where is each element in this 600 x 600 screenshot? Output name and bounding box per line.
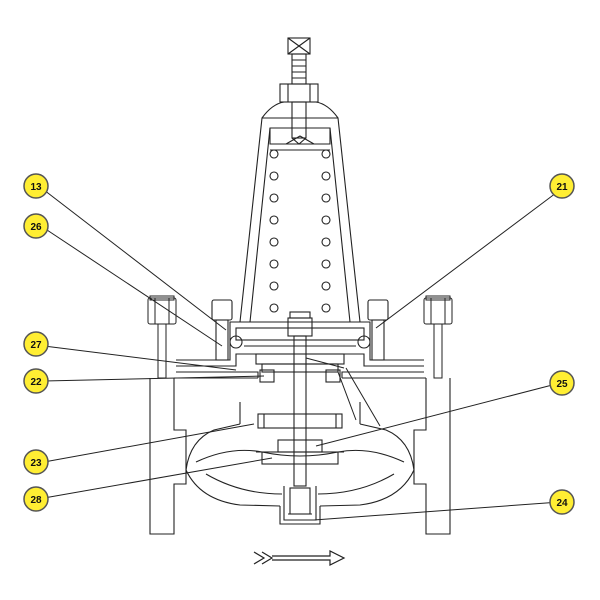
flow-channel (195, 449, 405, 463)
callout-label-23: 23 (30, 458, 42, 469)
callout-27: 27 (23, 331, 49, 357)
callout-26: 26 (23, 213, 49, 239)
callout-23: 23 (23, 449, 49, 475)
leader-25 (315, 382, 561, 447)
stem-assembly (255, 311, 345, 515)
callout-21: 21 (549, 173, 575, 199)
flow-direction-arrow (253, 550, 346, 566)
sensing-passage (305, 357, 381, 427)
callout-label-26: 26 (30, 222, 42, 233)
callout-24: 24 (549, 489, 575, 515)
right-flange (413, 378, 451, 535)
flange-bolts (147, 295, 453, 379)
callout-label-24: 24 (556, 498, 568, 509)
leader-26 (43, 227, 223, 347)
callout-label-27: 27 (30, 340, 42, 351)
body-bowl (185, 469, 415, 507)
callout-25: 25 (549, 370, 575, 396)
bonnet-plate (176, 299, 424, 378)
leader-lines (43, 189, 561, 521)
callout-label-28: 28 (30, 495, 42, 506)
callout-28: 28 (23, 486, 49, 512)
leader-24 (313, 501, 561, 521)
leader-23 (43, 423, 255, 463)
spring-housing (239, 101, 361, 323)
leader-27 (43, 345, 237, 371)
leader-28 (43, 457, 273, 499)
leader-21 (375, 189, 561, 329)
leader-13 (43, 189, 227, 331)
callout-label-21: 21 (556, 182, 568, 193)
callout-label-25: 25 (556, 379, 568, 390)
callout-13: 13 (23, 173, 49, 199)
leader-22 (43, 375, 265, 382)
valve-body (149, 377, 451, 535)
left-flange (149, 378, 187, 535)
callout-label-22: 22 (30, 377, 42, 388)
adjusting-screw (279, 37, 319, 145)
callout-22: 22 (23, 368, 49, 394)
callout-label-13: 13 (30, 182, 42, 193)
spring-coils (269, 149, 331, 313)
bottom-outlet (279, 506, 321, 525)
